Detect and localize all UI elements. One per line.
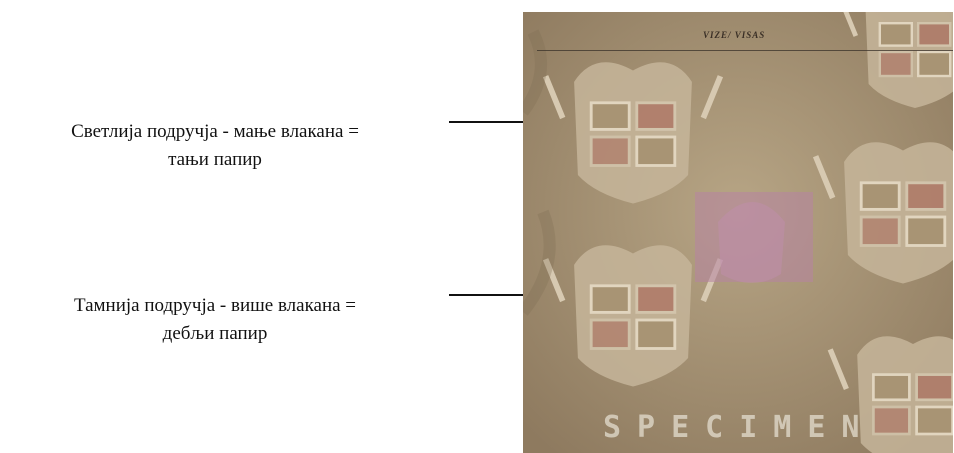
annotation-lighter-line1: Светлија подручја - мање влакана =	[71, 121, 359, 142]
specimen-watermark: SPECIMEN	[603, 410, 876, 445]
hologram-patch	[695, 192, 813, 282]
visa-header-text: VIZE/ VISAS	[703, 30, 766, 40]
visa-header-rule	[537, 50, 953, 51]
visa-page-photo: VIZE/ VISAS SPECIMEN	[523, 12, 953, 453]
annotation-lighter-areas: Светлија подручја - мање влакана = тањи …	[0, 118, 430, 174]
annotation-darker-line1: Тамнија подручја - више влакана =	[73, 295, 357, 316]
annotation-darker-line2: дебљи папир	[162, 323, 268, 344]
annotation-darker-areas: Тамнија подручја - више влакана = дебљи …	[0, 292, 430, 348]
visa-paper-background	[523, 12, 953, 453]
annotation-lighter-line2: тањи папир	[168, 149, 262, 170]
